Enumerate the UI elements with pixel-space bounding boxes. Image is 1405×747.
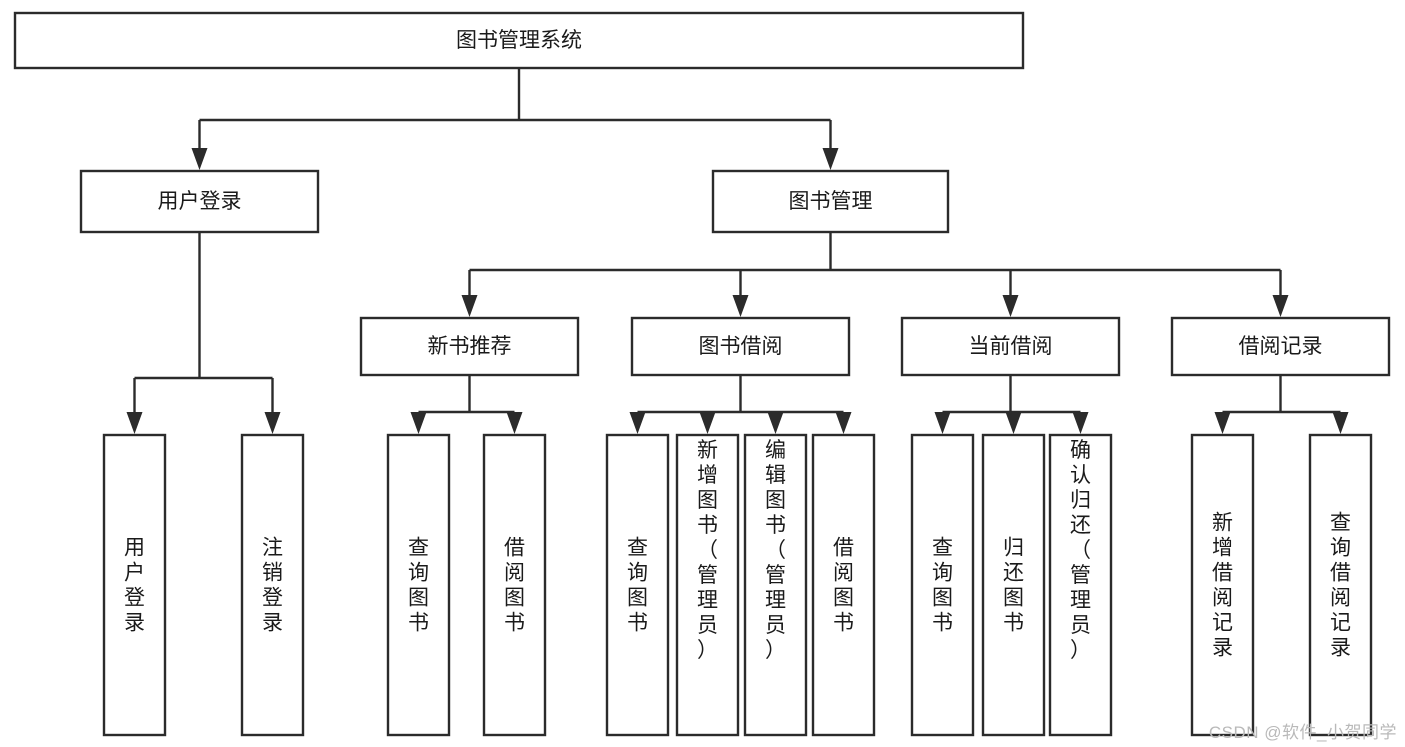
node-rect[interactable] [1048, 433, 1113, 737]
node-rect[interactable] [102, 433, 167, 737]
node-leaf-borrow-book-2[interactable]: 借阅图书 [811, 433, 876, 737]
arrow-head-icon [264, 412, 281, 434]
arrow-head-icon [822, 148, 839, 170]
node-rect[interactable] [482, 433, 547, 737]
node-label: 图书借阅 [699, 335, 783, 358]
node-label-vertical: 查询图书 [932, 537, 953, 635]
node-book-manage[interactable]: 图书管理 [711, 169, 950, 234]
node-label: 借阅记录 [1239, 335, 1323, 358]
node-leaf-confirm-return[interactable]: 确认归还（管理员） [1048, 433, 1113, 737]
node-rect[interactable] [675, 433, 740, 737]
node-root-root[interactable]: 图书管理系统 [13, 11, 1025, 70]
node-label: 图书管理 [789, 190, 873, 213]
connector-lines-layer [126, 68, 1349, 434]
node-rect[interactable] [811, 433, 876, 737]
node-rect[interactable] [910, 433, 975, 737]
node-borrow-record[interactable]: 借阅记录 [1170, 316, 1391, 377]
arrow-head-icon [506, 412, 523, 434]
arrow-head-icon [410, 412, 427, 434]
arrow-head-icon [1002, 295, 1019, 317]
node-rect[interactable] [1170, 316, 1391, 377]
node-label-vertical: 归还图书 [1003, 537, 1024, 635]
node-new-book-rec[interactable]: 新书推荐 [359, 316, 580, 377]
node-user-login[interactable]: 用户登录 [79, 169, 320, 234]
node-rect[interactable] [79, 169, 320, 234]
node-rect[interactable] [711, 169, 950, 234]
node-label-vertical: 查询图书 [627, 537, 648, 635]
arrow-head-icon [1005, 412, 1022, 434]
node-rect[interactable] [13, 11, 1025, 70]
arrow-head-icon [126, 412, 143, 434]
arrow-head-icon [732, 295, 749, 317]
arrow-head-icon [1072, 412, 1089, 434]
node-label-vertical: 确认归还（管理员） [1070, 439, 1091, 662]
csdn-watermark: CSDN @软件_小贺同学 [1208, 723, 1397, 742]
node-rect[interactable] [743, 433, 808, 737]
arrow-head-icon [699, 412, 716, 434]
node-boxes-layer: 图书管理系统用户登录图书管理新书推荐图书借阅当前借阅借阅记录用户登录注销登录查询… [13, 11, 1391, 737]
node-rect[interactable] [900, 316, 1121, 377]
arrow-head-icon [835, 412, 852, 434]
node-leaf-query-book-2[interactable]: 查询图书 [605, 433, 670, 737]
arrow-head-icon [934, 412, 951, 434]
node-rect[interactable] [1190, 433, 1255, 737]
node-leaf-return-book[interactable]: 归还图书 [981, 433, 1046, 737]
node-label: 当前借阅 [969, 335, 1053, 358]
node-label-vertical: 借阅图书 [833, 537, 854, 635]
node-leaf-borrow-book-1[interactable]: 借阅图书 [482, 433, 547, 737]
arrow-head-icon [629, 412, 646, 434]
node-rect[interactable] [359, 316, 580, 377]
node-leaf-edit-book[interactable]: 编辑图书（管理员） [743, 433, 808, 737]
arrow-head-icon [1214, 412, 1231, 434]
node-leaf-user-login[interactable]: 用户登录 [102, 433, 167, 737]
node-label-vertical: 新增借阅记录 [1212, 512, 1233, 660]
node-label-vertical: 编辑图书（管理员） [765, 439, 786, 662]
node-rect[interactable] [1308, 433, 1373, 737]
node-label-vertical: 查询借阅记录 [1330, 512, 1351, 660]
node-leaf-add-record[interactable]: 新增借阅记录 [1190, 433, 1255, 737]
arrow-head-icon [1332, 412, 1349, 434]
node-current-borrow[interactable]: 当前借阅 [900, 316, 1121, 377]
arrow-head-icon [767, 412, 784, 434]
node-leaf-query-record[interactable]: 查询借阅记录 [1308, 433, 1373, 737]
node-label: 用户登录 [158, 190, 242, 213]
arrow-head-icon [461, 295, 478, 317]
node-leaf-query-book-3[interactable]: 查询图书 [910, 433, 975, 737]
node-leaf-query-book-1[interactable]: 查询图书 [386, 433, 451, 737]
node-rect[interactable] [240, 433, 305, 737]
node-label-vertical: 查询图书 [408, 537, 429, 635]
node-rect[interactable] [386, 433, 451, 737]
node-label-vertical: 借阅图书 [504, 537, 525, 635]
node-label: 新书推荐 [428, 335, 512, 358]
node-label-vertical: 新增图书（管理员） [697, 439, 718, 662]
node-book-borrow[interactable]: 图书借阅 [630, 316, 851, 377]
arrow-head-icon [1272, 295, 1289, 317]
node-rect[interactable] [605, 433, 670, 737]
arrow-head-icon [191, 148, 208, 170]
node-rect[interactable] [630, 316, 851, 377]
node-label: 图书管理系统 [456, 29, 582, 52]
node-rect[interactable] [981, 433, 1046, 737]
node-label-vertical: 注销登录 [262, 537, 283, 635]
node-leaf-add-book[interactable]: 新增图书（管理员） [675, 433, 740, 737]
node-label-vertical: 用户登录 [124, 537, 145, 635]
node-leaf-user-logout[interactable]: 注销登录 [240, 433, 305, 737]
